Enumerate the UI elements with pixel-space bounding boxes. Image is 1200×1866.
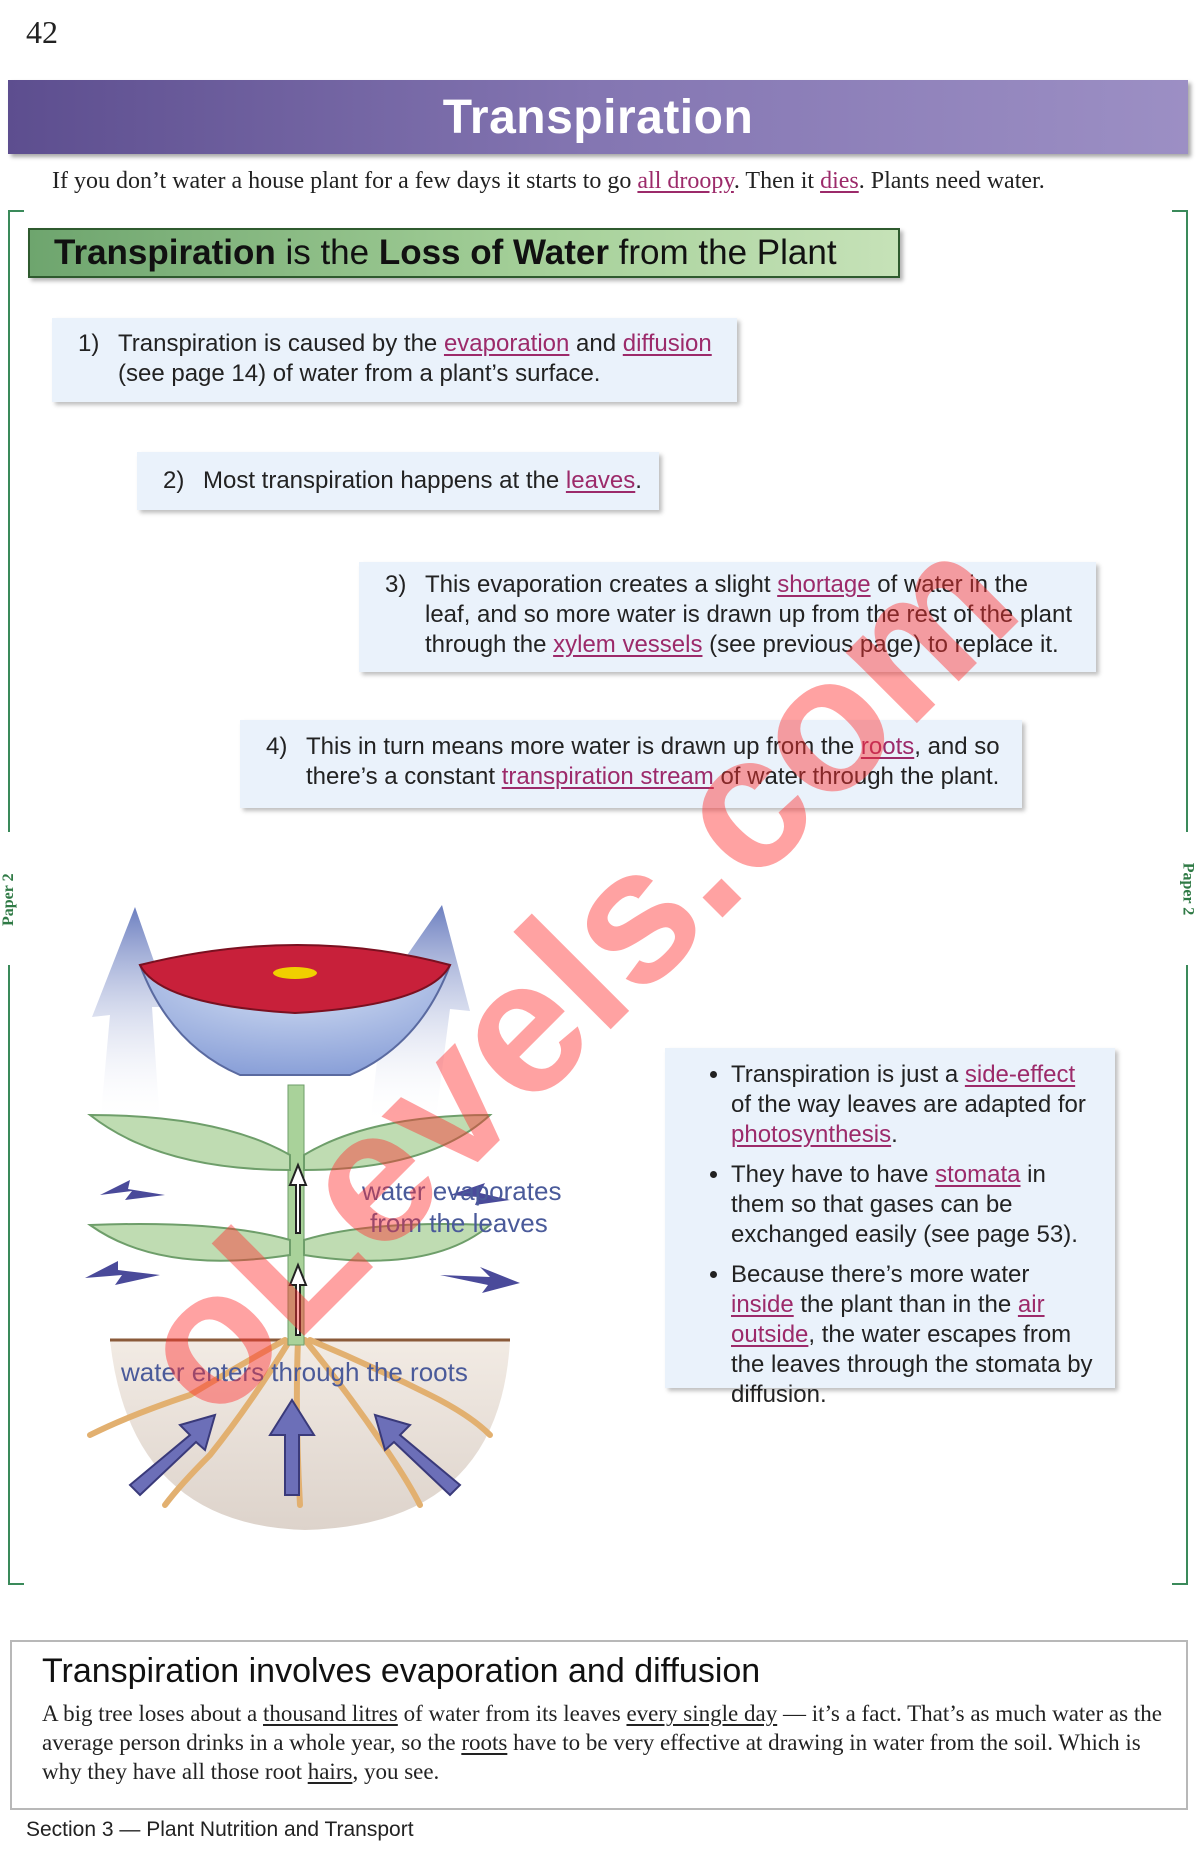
fact-item: Transpiration is just a side-effect of t… (731, 1060, 1097, 1150)
intro-text: If you don’t water a house plant for a f… (52, 168, 1045, 195)
fact-text: . (891, 1121, 898, 1148)
point-text-part: This evaporation creates a slight (425, 571, 778, 598)
point-box-2: 2) Most transpiration happens at the lea… (137, 452, 659, 510)
fact-text: in them so that gases can be exchanged e… (731, 1161, 1078, 1248)
fact-text: , the water escapes from the leaves thro… (731, 1321, 1093, 1408)
summary-part: A big tree loses about a (42, 1701, 264, 1726)
link-diffusion: diffusion (622, 330, 712, 357)
point-text-part: and (569, 330, 623, 357)
point-text-part: of water in the leaf, and so more water … (425, 571, 1072, 658)
fact-text: of the way leaves are adapted for (731, 1091, 1086, 1118)
subheading-part3: Loss of Water (378, 233, 609, 272)
side-tab-right: Paper 2 (1179, 862, 1197, 916)
summary-title: Transpiration involves evaporation and d… (42, 1652, 761, 1690)
section-subheading: Transpiration is the Loss of Water from … (28, 228, 900, 278)
plant-diagram (85, 905, 520, 1530)
side-tab-left: Paper 2 (0, 873, 17, 926)
intro-middle: . Then it (733, 168, 821, 194)
summary-underline-every-day: every single day (626, 1701, 778, 1726)
link-leaves: leaves (565, 467, 636, 494)
point-text-part: . (635, 467, 642, 494)
fact-text: They have to have (731, 1161, 936, 1188)
intro-before: If you don’t water a house plant for a f… (52, 168, 638, 194)
facts-box: Transpiration is just a side-effect of t… (665, 1048, 1115, 1408)
point-text-part: Transpiration is caused by the (118, 330, 444, 357)
fact-text: Because there’s more water (731, 1261, 1030, 1288)
point-text: This evaporation creates a slight shorta… (425, 570, 1080, 660)
fact-text: the plant than in the (793, 1291, 1018, 1318)
page-title: Transpiration (442, 90, 754, 144)
evaporation-arrows-icon (85, 1180, 520, 1293)
summary-underline-hairs: hairs (307, 1759, 353, 1784)
point-text-part: , and so there’s a constant (306, 733, 1000, 790)
point-text-part: of water through the plant. (713, 763, 1000, 790)
label-water-enters-roots: water enters through the roots (121, 1357, 468, 1387)
intro-after: . Plants need water. (858, 168, 1045, 194)
point-text-part: Most transpiration happens at the (203, 467, 566, 494)
point-text: This in turn means more water is drawn u… (306, 732, 1006, 792)
frame-left-bottom (8, 965, 24, 1585)
label-line: from the leaves (370, 1208, 548, 1238)
point-number: 4) (266, 733, 288, 760)
link-evaporation: evaporation (443, 330, 570, 357)
summary-part: of water from its leaves (397, 1701, 627, 1726)
intro-link-dies: dies (820, 168, 859, 194)
subheading-part2: is the (275, 233, 379, 272)
link-stomata: stomata (935, 1161, 1021, 1188)
frame-left-top (8, 210, 24, 832)
fact-item: They have to have stomata in them so tha… (731, 1160, 1097, 1250)
link-side-effect: side-effect (964, 1061, 1076, 1088)
frame-right-top (1172, 210, 1188, 832)
point-text-part: (see page 14) of water from a plant’s su… (118, 360, 601, 387)
vapour-arrow-left-icon (92, 907, 170, 1125)
point-text-part: (see previous page) to replace it. (702, 631, 1059, 658)
summary-part: have to be very effective at drawing in … (42, 1730, 1141, 1784)
subheading-part1: Transpiration (54, 233, 276, 272)
summary-underline-thousand-litres: thousand litres (263, 1701, 398, 1726)
label-water-evaporates: water evaporates from the leaves (362, 1175, 561, 1239)
fact-item: Because there’s more water inside the pl… (731, 1260, 1097, 1410)
root-uptake-arrows-icon (128, 1398, 462, 1497)
frame-right-bottom (1172, 965, 1188, 1585)
title-bar: Transpiration (8, 80, 1188, 154)
facts-list: Transpiration is just a side-effect of t… (695, 1060, 1097, 1410)
summary-part: — it’s a fact. That’s as much water as t… (42, 1701, 1162, 1755)
fact-text: Transpiration is just a (731, 1061, 965, 1088)
page-footer: Section 3 — Plant Nutrition and Transpor… (26, 1818, 414, 1841)
page-number: 42 (26, 14, 58, 50)
summary-text: A big tree loses about a thousand litres… (42, 1699, 1168, 1786)
point-box-1: 1) Transpiration is caused by the evapor… (52, 318, 737, 402)
point-number: 3) (385, 571, 407, 598)
summary-box: Transpiration involves evaporation and d… (10, 1640, 1188, 1810)
label-line: water evaporates (362, 1176, 562, 1206)
link-shortage: shortage (777, 571, 871, 598)
point-text: Transpiration is caused by the evaporati… (118, 329, 721, 389)
point-box-4: 4) This in turn means more water is draw… (240, 720, 1022, 808)
link-roots: roots (860, 733, 915, 760)
link-air-outside: air outside (731, 1291, 1045, 1348)
leaves-icon (87, 1113, 493, 1262)
link-xylem-vessels: xylem vessels (553, 631, 703, 658)
point-text-part: This in turn means more water is drawn u… (306, 733, 861, 760)
subheading-text: Transpiration is the Loss of Water from … (54, 233, 837, 273)
intro-link-droopy: all droopy (637, 168, 734, 194)
subheading-part4: from the Plant (608, 233, 837, 272)
point-text: Most transpiration happens at the leaves… (203, 466, 643, 496)
link-photosynthesis: photosynthesis (731, 1121, 892, 1148)
xylem-arrows-icon (288, 1162, 308, 1336)
point-number: 1) (78, 330, 100, 357)
link-transpiration-stream: transpiration stream (501, 763, 714, 790)
link-inside: inside (731, 1291, 794, 1318)
point-box-3: 3) This evaporation creates a slight sho… (359, 562, 1096, 672)
summary-underline-roots: roots (461, 1730, 508, 1755)
summary-part: , you see. (352, 1759, 440, 1784)
point-number: 2) (163, 467, 185, 494)
